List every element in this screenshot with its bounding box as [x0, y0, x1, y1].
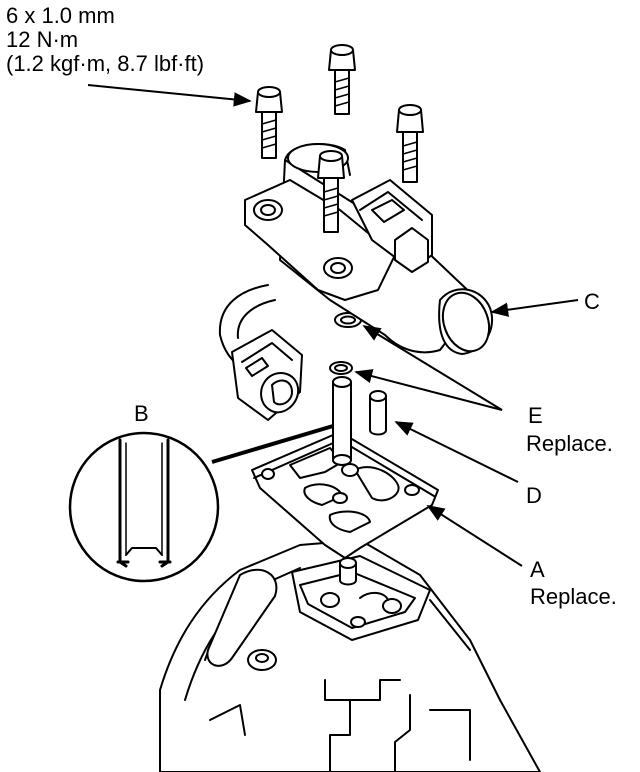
flange-bolt-1 [255, 86, 283, 159]
flange-bolt-4 [317, 150, 345, 233]
bolt-size-label: 6 x 1.0 mm [6, 3, 115, 28]
leader-e-upper [362, 325, 503, 411]
callout-b-letter: B [134, 401, 149, 426]
dowel-pin-d [369, 390, 387, 436]
torque-alt-label: (1.2 kgf·m, 8.7 lbf·ft) [6, 51, 205, 76]
callout-a-letter: A [530, 557, 545, 582]
leader-a [426, 505, 523, 567]
gasket-a [251, 431, 439, 559]
transmission-housing [159, 539, 541, 772]
detail-circle-b [68, 431, 220, 583]
torque-nm-label: 12 N·m [6, 27, 79, 52]
leader-d [394, 421, 519, 483]
leader-bolt [87, 84, 252, 107]
flange-bolt-3 [396, 104, 424, 183]
torque-spec: 6 x 1.0 mm 12 N·m (1.2 kgf·m, 8.7 lbf·ft… [6, 4, 204, 76]
callout-a-note: Replace. [530, 584, 617, 609]
callout-e-note: Replace. [526, 431, 613, 456]
leader-c [490, 299, 579, 317]
leader-b [211, 424, 334, 464]
callout-c-letter: C [584, 289, 600, 314]
pipe-b [332, 376, 352, 466]
solenoid-valve-c [244, 143, 493, 355]
callout-d-letter: D [526, 483, 542, 508]
leader-e-lower [354, 369, 503, 411]
flange-bolt-2 [328, 44, 356, 115]
callout-e-letter: E [528, 403, 543, 428]
harness-connector [218, 284, 303, 421]
o-ring-e-lower [329, 361, 353, 375]
